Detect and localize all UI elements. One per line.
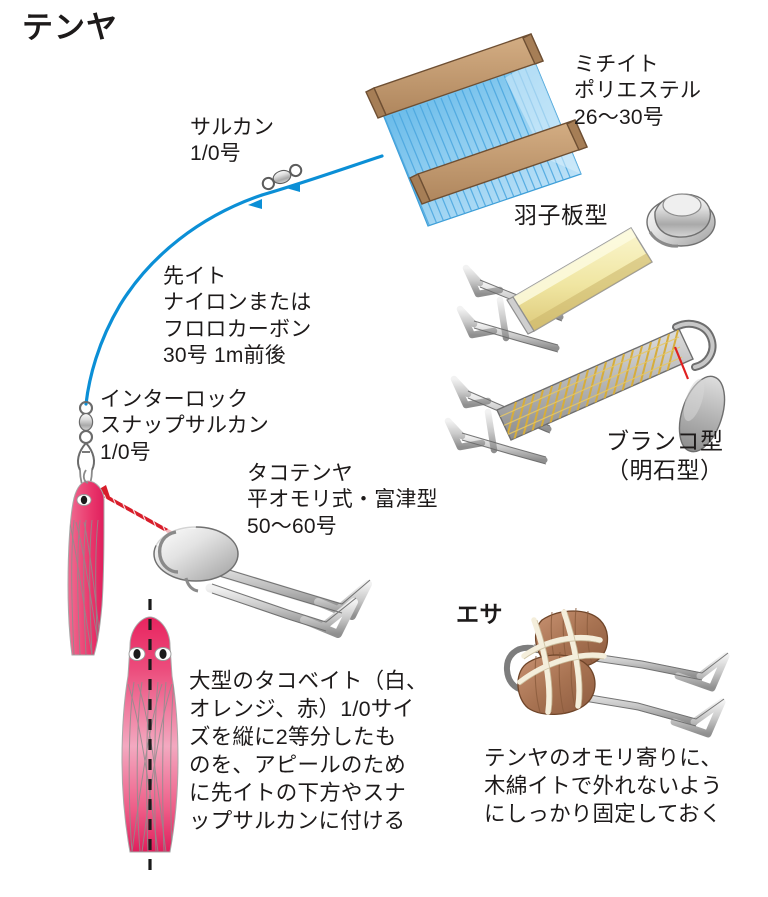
label-leader: 先イト ナイロンまたは フロロカーボン 30号 1m前後 bbox=[163, 265, 312, 368]
red-braid-line bbox=[94, 485, 188, 547]
label-hagoita-type: 羽子板型 bbox=[514, 202, 608, 228]
label-esa-heading: エサ bbox=[456, 601, 503, 627]
label-interlock-snap: インターロック スナップサルカン 1/0号 bbox=[100, 388, 269, 464]
page-title: テンヤ bbox=[22, 10, 118, 45]
spool-wood-bar-lower bbox=[409, 119, 588, 205]
tako-tenya-rig bbox=[153, 522, 372, 638]
label-tako-tenya: タコテンヤ 平オモリ式・富津型 50〜60号 bbox=[247, 462, 438, 538]
label-mainline: ミチイト ポリエステル 26〜30号 bbox=[574, 53, 702, 129]
esa-bait-illustration bbox=[503, 607, 730, 738]
label-swivel: サルカン 1/0号 bbox=[190, 116, 275, 166]
tako-bait-skirt-full bbox=[121, 599, 179, 872]
note-esa: テンヤのオモリ寄りに、 木綿イトで外れないよう にしっかり固定しておく bbox=[484, 746, 723, 826]
spool-wood-bar-upper bbox=[365, 33, 544, 119]
note-tako-bait: 大型のタコベイト（白、 オレンジ、赤）1/0サイ ズを縦に2等分したも のを、ア… bbox=[189, 669, 428, 833]
interlock-snap-swivel-icon bbox=[77, 400, 95, 497]
label-buranko-type: ブランコ型 （明石型） bbox=[606, 428, 724, 483]
half-tako-bait-skirt bbox=[67, 469, 105, 656]
